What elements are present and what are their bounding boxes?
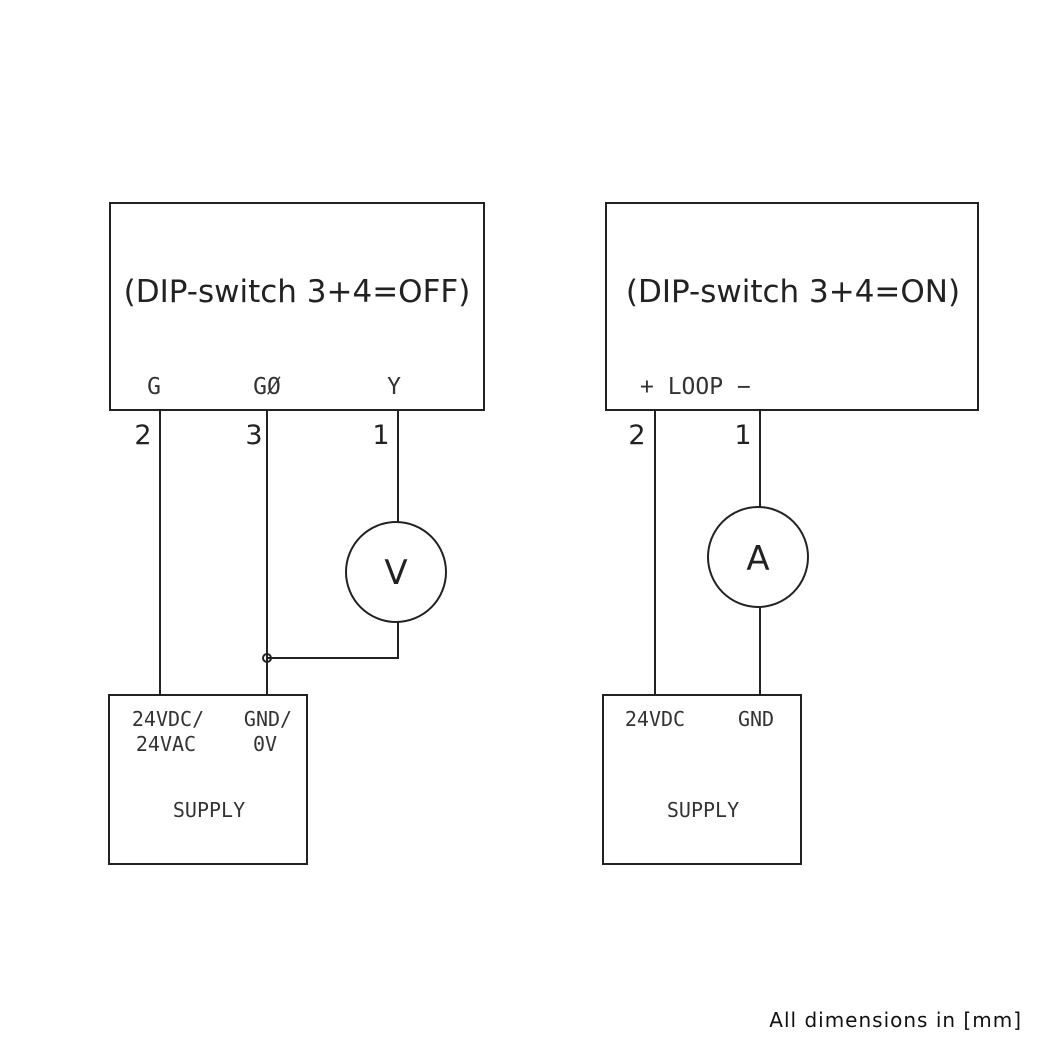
right-device-box	[605, 202, 979, 411]
left-diagram: (DIP-switch 3+4=OFF) G GØ Y 2 3 1 V 24VD…	[108, 202, 485, 865]
right-supply-label: SUPPLY	[667, 798, 739, 822]
ammeter-label: A	[746, 539, 769, 579]
left-supply-label: SUPPLY	[173, 798, 245, 822]
pin-1-number: 1	[734, 420, 751, 451]
pin-1-number: 1	[372, 420, 389, 451]
right-diagram: (DIP-switch 3+4=ON) + LOOP − 2 1 A 24VDC…	[602, 202, 979, 865]
supply-24vdc-label: 24VDC	[625, 707, 685, 731]
wire-y-return	[267, 622, 399, 659]
voltmeter-symbol	[345, 521, 447, 623]
right-device-title: (DIP-switch 3+4=ON)	[626, 274, 960, 310]
dimensions-note: All dimensions in [mm]	[769, 1008, 1022, 1032]
supply-0v-label: 0V	[253, 732, 277, 756]
voltmeter-label: V	[384, 553, 407, 593]
pin-2-number: 2	[628, 420, 645, 451]
pin-2-number: 2	[134, 420, 151, 451]
terminal-g0-label: GØ	[253, 374, 281, 400]
terminal-g-label: G	[147, 374, 161, 400]
supply-24vac-label: 24VAC	[136, 732, 196, 756]
ammeter-symbol	[707, 506, 809, 608]
left-supply-box	[108, 694, 308, 865]
supply-gnd-label: GND	[738, 707, 774, 731]
supply-24vdc-label: 24VDC/	[132, 707, 204, 731]
loop-terminal-label: + LOOP −	[640, 374, 751, 400]
pin-3-number: 3	[245, 420, 262, 451]
left-device-box	[109, 202, 485, 411]
right-supply-box	[602, 694, 802, 865]
junction-dot	[262, 653, 272, 663]
supply-gnd-label: GND/	[244, 707, 292, 731]
terminal-y-label: Y	[387, 374, 401, 400]
left-device-title: (DIP-switch 3+4=OFF)	[124, 274, 471, 310]
